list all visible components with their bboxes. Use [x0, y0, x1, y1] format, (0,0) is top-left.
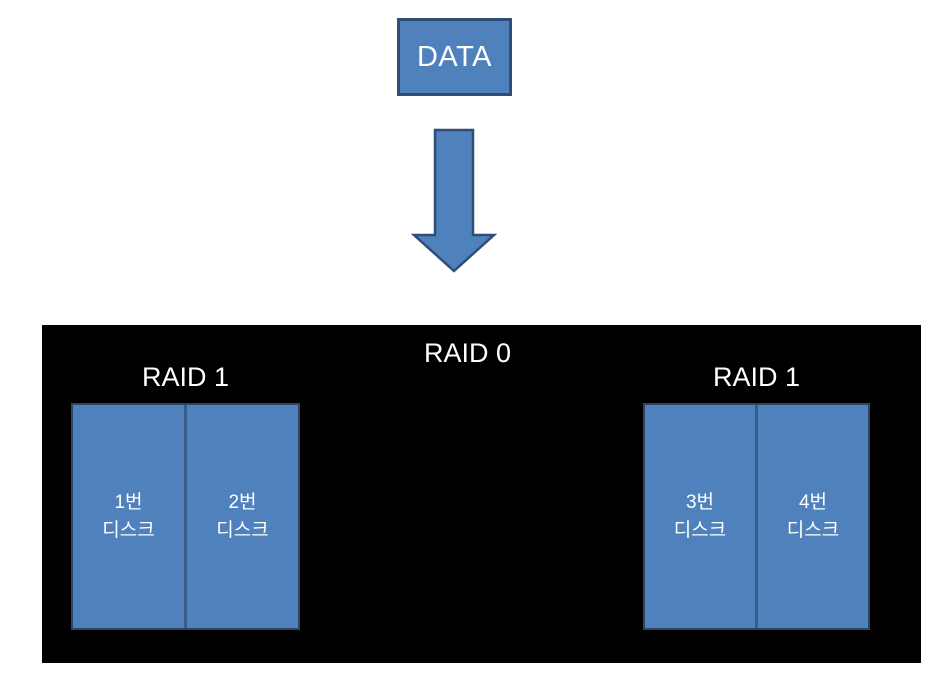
raid1-left-title: RAID 1 [141, 362, 230, 392]
disk-2-label: 2번 디스크 [216, 491, 269, 541]
raid0-panel: RAID 0 RAID 1 RAID 1 1번 디스크 2번 디스크 3번 디스… [42, 325, 921, 663]
disk-1: 1번 디스크 [73, 405, 184, 628]
data-box: DATA [397, 18, 512, 96]
disk-3: 3번 디스크 [645, 405, 755, 628]
disk-3-label: 3번 디스크 [673, 491, 727, 541]
raid1-right-title: RAID 1 [712, 362, 801, 392]
down-arrow-shape [411, 128, 497, 273]
down-arrow-icon [411, 128, 497, 273]
raid1-left-group: 1번 디스크 2번 디스크 [71, 403, 300, 630]
raid1-right-group: 3번 디스크 4번 디스크 [643, 403, 870, 630]
disk-1-label: 1번 디스크 [102, 491, 155, 541]
disk-4-label: 4번 디스크 [786, 491, 840, 541]
disk-4: 4번 디스크 [755, 405, 868, 628]
raid0-title: RAID 0 [423, 338, 512, 368]
disk-2: 2번 디스크 [184, 405, 298, 628]
